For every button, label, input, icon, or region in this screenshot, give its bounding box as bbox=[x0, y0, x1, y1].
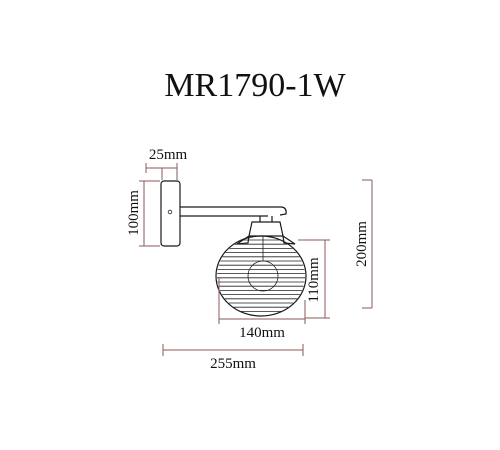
glass-shade bbox=[215, 235, 307, 317]
wall-plate bbox=[160, 180, 181, 247]
label-bracket-depth: 25mm bbox=[149, 147, 188, 163]
label-shade-width: 140mm bbox=[239, 325, 285, 341]
dimension-total-projection bbox=[162, 344, 304, 356]
label-shade-height: 110mm bbox=[306, 257, 322, 303]
dimension-plate-height bbox=[139, 180, 160, 247]
label-plate-height: 100mm bbox=[126, 190, 142, 236]
lamp-arm bbox=[180, 206, 287, 222]
dimension-shade-height bbox=[298, 239, 330, 319]
label-total-projection: 255mm bbox=[210, 356, 256, 372]
dimension-shade-width bbox=[218, 278, 306, 324]
dimension-total-height bbox=[362, 179, 373, 309]
dimension-bracket-depth bbox=[145, 163, 178, 180]
lamp-holder bbox=[236, 221, 296, 245]
label-total-height: 200mm bbox=[354, 221, 370, 267]
shade-ribs bbox=[217, 239, 305, 312]
model-title: MR1790-1W bbox=[164, 67, 346, 104]
